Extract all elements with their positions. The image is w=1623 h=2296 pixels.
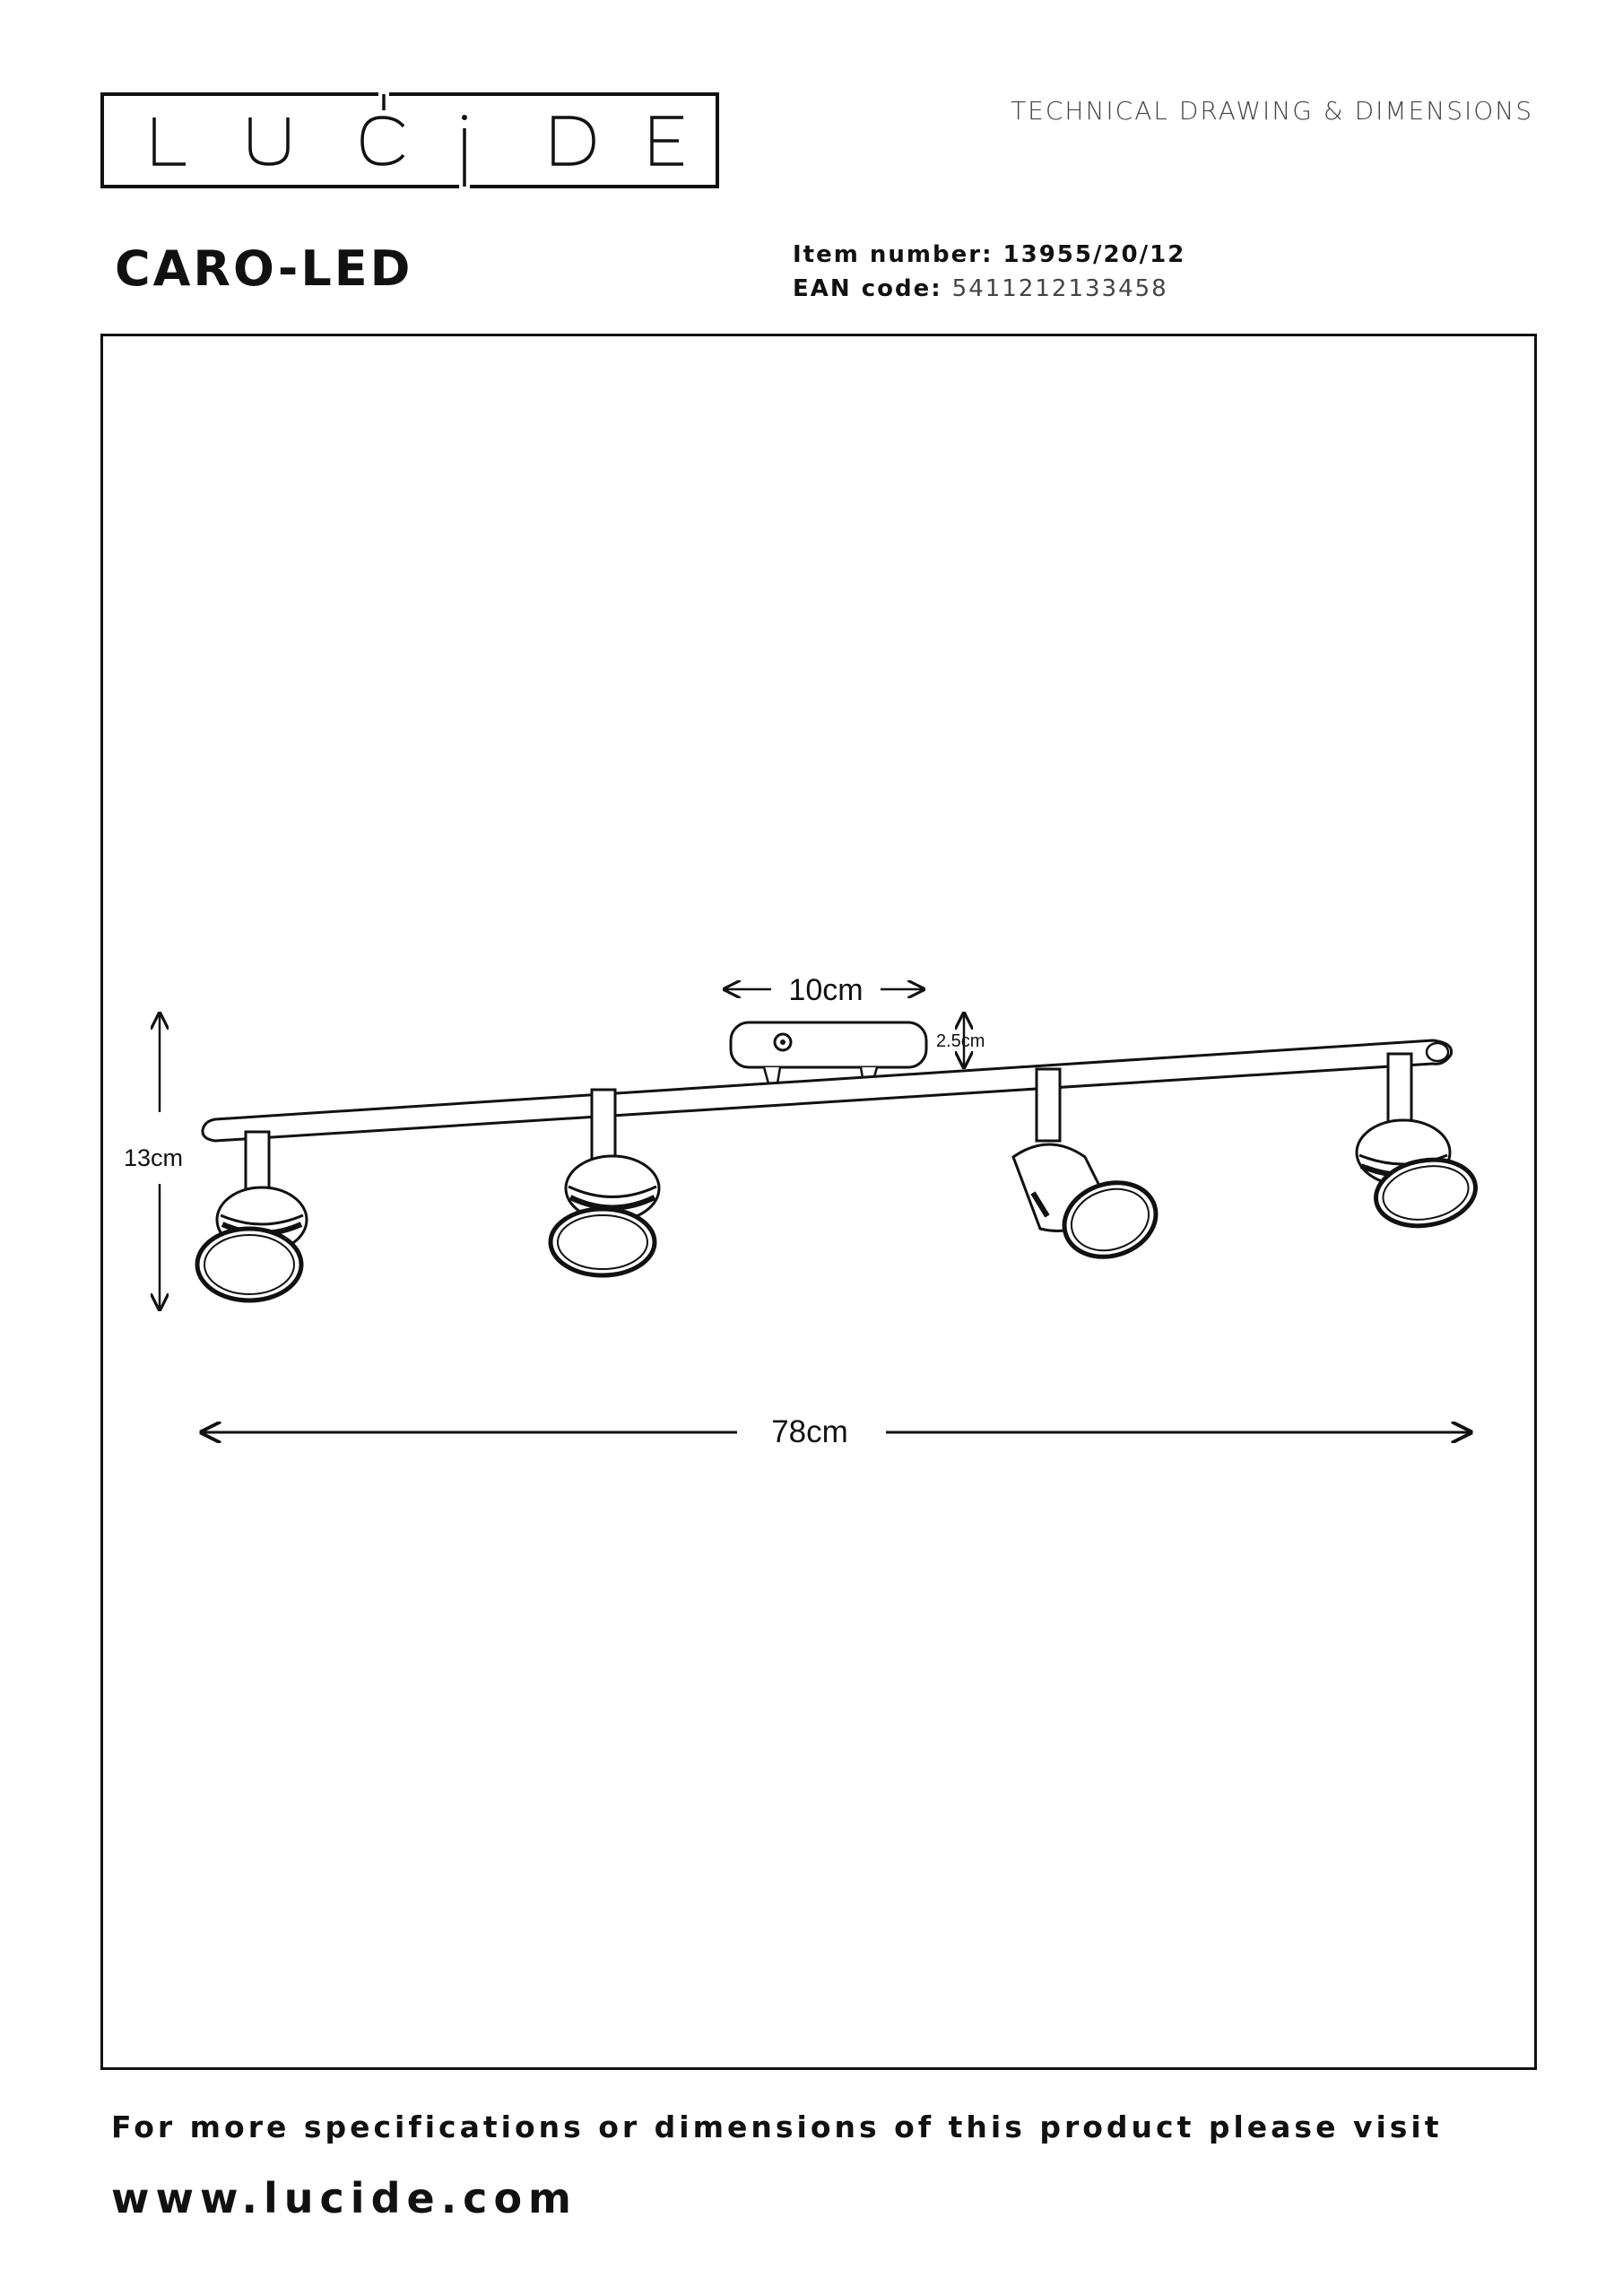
product-name: CARO-LED [115,240,413,297]
dimension-base-height: 2.5cm [936,1013,985,1067]
brand-logo [100,92,719,188]
dim-base-height-label: 2.5cm [936,1031,985,1051]
spotlight-3 [1011,1067,1159,1259]
technical-drawing-svg: 10cm 2.5cm 13cm 78cm [124,973,1479,1449]
spotlight-2 [548,1088,661,1278]
ean-value: 5411212133458 [951,275,1168,302]
dimension-height: 13cm [124,1013,183,1309]
item-number-row: Item number: 13955/20/12 [793,241,1186,268]
dim-height-label: 13cm [124,1144,183,1171]
dim-length-label: 78cm [771,1414,848,1449]
footer-note: For more specifications or dimensions of… [111,2109,1443,2144]
ean-row: EAN code: 5411212133458 [793,275,1168,302]
ean-label: EAN code [793,275,932,302]
ceiling-base [729,1021,928,1085]
dim-base-width-label: 10cm [788,973,863,1007]
dimension-base-width: 10cm [725,973,924,1007]
item-number-label: Item number [793,241,983,268]
technical-drawing: 10cm 2.5cm 13cm 78cm [103,336,1534,2067]
spotlight-4 [1355,1052,1479,1229]
item-number-value: 13955/20/12 [1002,241,1186,268]
item-info: Item number: 13955/20/12 EAN code: 54112… [793,238,1185,306]
drawing-frame [100,334,1537,2070]
document-type: TECHNICAL DRAWING & DIMENSIONS [1011,96,1533,126]
dimension-length: 78cm [202,1414,1471,1449]
spotlight-1 [195,1130,308,1303]
website-link[interactable]: www.lucide.com [111,2174,577,2222]
lamp-bar [201,1039,1454,1143]
